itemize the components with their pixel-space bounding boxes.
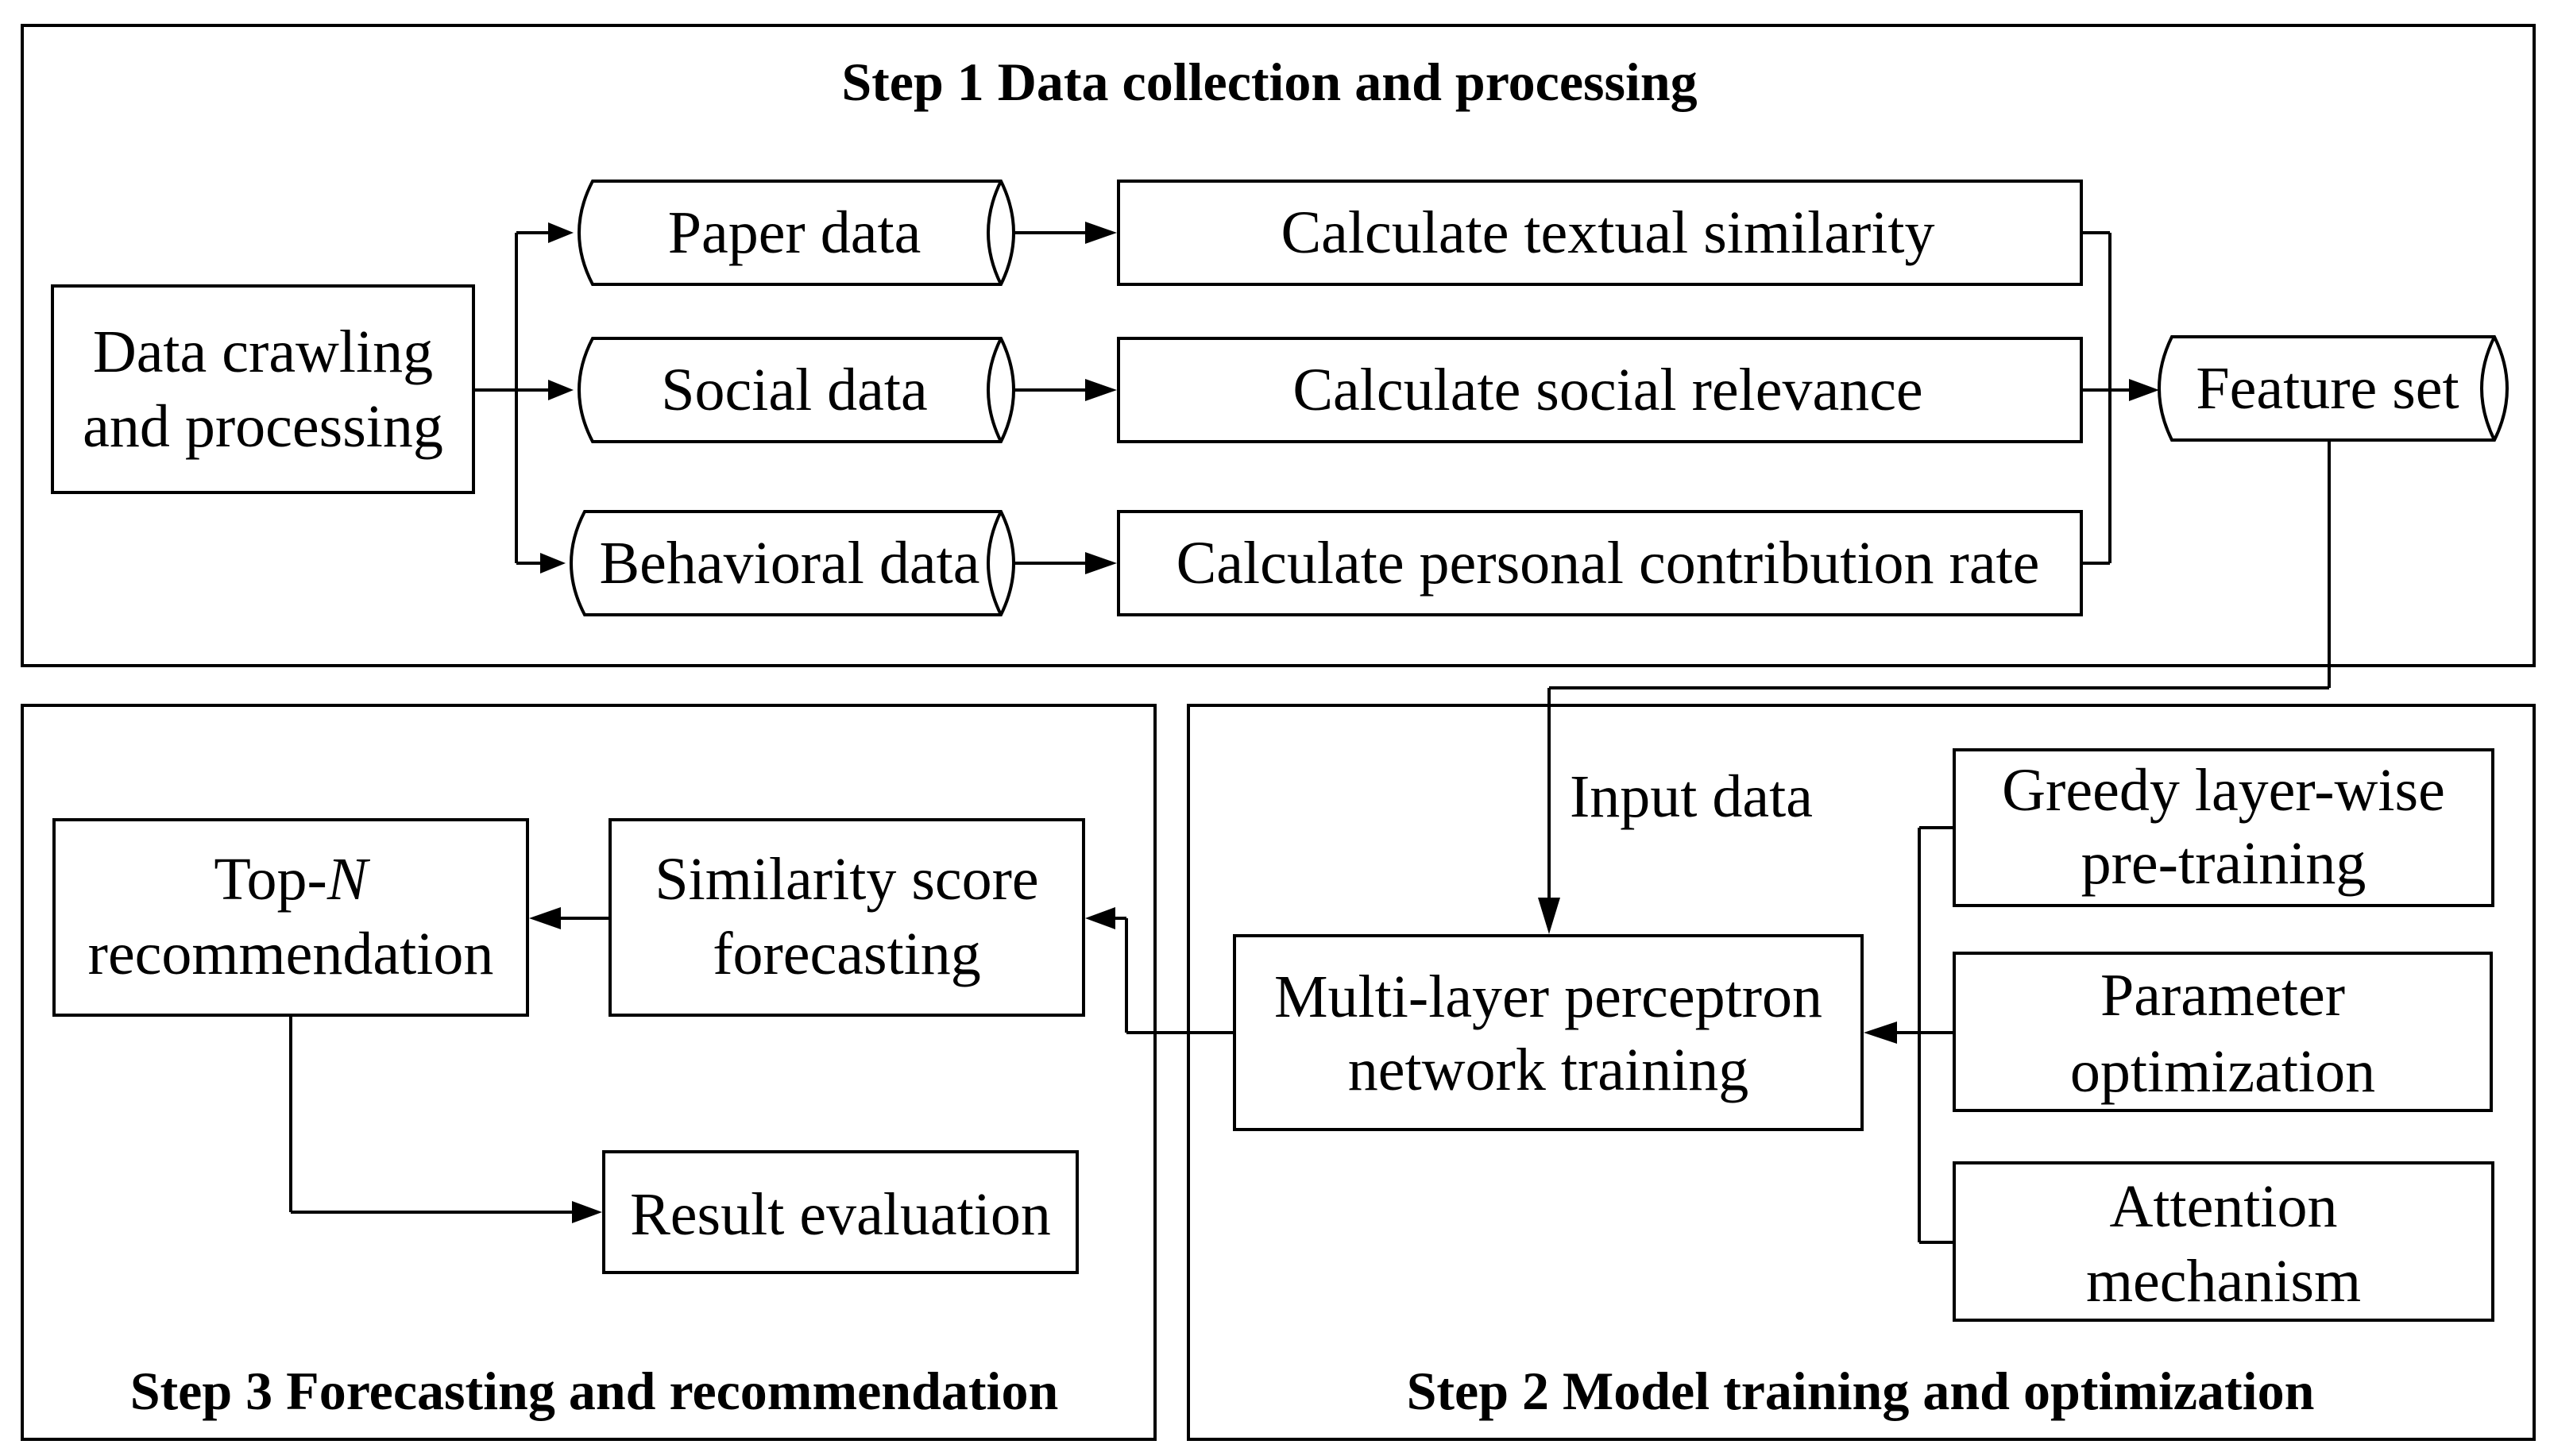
step2-title: Step 2 Model training and optimization bbox=[1407, 1361, 2315, 1421]
paper-data-label: Paper data bbox=[668, 199, 921, 266]
topn-recommendation-box bbox=[52, 818, 529, 1017]
topn-recommendation-label-line1: Top-N bbox=[214, 846, 370, 913]
calc-textual-box bbox=[1117, 180, 2083, 286]
step3-connectors bbox=[289, 907, 1234, 1223]
step3-title: Step 3 Forecasting and recommendation bbox=[130, 1361, 1059, 1421]
calc-social-label: Calculate social relevance bbox=[1292, 357, 1922, 423]
data-crawling-label-line2: and processing bbox=[83, 393, 443, 460]
input-data-label: Input data bbox=[1570, 763, 1813, 830]
calc-textual-label: Calculate textual similarity bbox=[1281, 199, 1934, 266]
greedy-pretraining-box bbox=[1953, 748, 2494, 907]
data-crawling-box bbox=[51, 284, 475, 494]
similarity-forecasting-label-line2: forecasting bbox=[713, 921, 981, 987]
behavioral-data-store bbox=[570, 510, 1015, 616]
attention-mechanism-box bbox=[1953, 1161, 2494, 1322]
behavioral-data-label: Behavioral data bbox=[599, 530, 979, 597]
topn-recommendation-label-line2: recommendation bbox=[88, 921, 494, 987]
mlp-training-box bbox=[1233, 934, 1864, 1131]
feature-set-store bbox=[2158, 335, 2509, 442]
calc-personal-box bbox=[1117, 510, 2083, 616]
mlp-training-label-line2: network training bbox=[1348, 1037, 1748, 1103]
mlp-training-label-line1: Multi-layer perceptron bbox=[1274, 964, 1822, 1030]
greedy-pretraining-label-line2: pre-training bbox=[2081, 830, 2366, 897]
step3-frame bbox=[21, 704, 1157, 1441]
step1-arrowheads bbox=[540, 222, 2159, 934]
data-crawling-label-line1: Data crawling bbox=[93, 319, 433, 385]
step1-connectors bbox=[473, 231, 2331, 898]
greedy-pretraining-label-line1: Greedy layer-wise bbox=[2002, 757, 2445, 824]
social-data-store bbox=[578, 337, 1015, 443]
step2-connectors bbox=[1864, 826, 1954, 1244]
parameter-optimization-box bbox=[1953, 952, 2493, 1112]
attention-mechanism-label-line1: Attention bbox=[2109, 1173, 2337, 1240]
social-data-label: Social data bbox=[661, 357, 928, 423]
attention-mechanism-label-line2: mechanism bbox=[2086, 1248, 2361, 1315]
step1-frame bbox=[21, 24, 2536, 667]
step1-title: Step 1 Data collection and processing bbox=[841, 52, 1697, 112]
similarity-forecasting-label-line1: Similarity score bbox=[655, 846, 1038, 913]
calc-personal-label: Calculate personal contribution rate bbox=[1176, 530, 2040, 597]
topn-prefix: Top- bbox=[214, 846, 326, 913]
feature-set-label: Feature set bbox=[2196, 355, 2459, 422]
similarity-forecasting-box bbox=[609, 818, 1085, 1017]
result-evaluation-label: Result evaluation bbox=[630, 1181, 1051, 1248]
result-evaluation-box bbox=[602, 1150, 1079, 1274]
paper-data-store bbox=[578, 180, 1015, 286]
parameter-optimization-label-line1: Parameter bbox=[2100, 962, 2345, 1029]
step2-frame bbox=[1187, 704, 2536, 1441]
parameter-optimization-label-line2: optimization bbox=[2070, 1038, 2375, 1105]
topn-n: N bbox=[326, 846, 371, 913]
